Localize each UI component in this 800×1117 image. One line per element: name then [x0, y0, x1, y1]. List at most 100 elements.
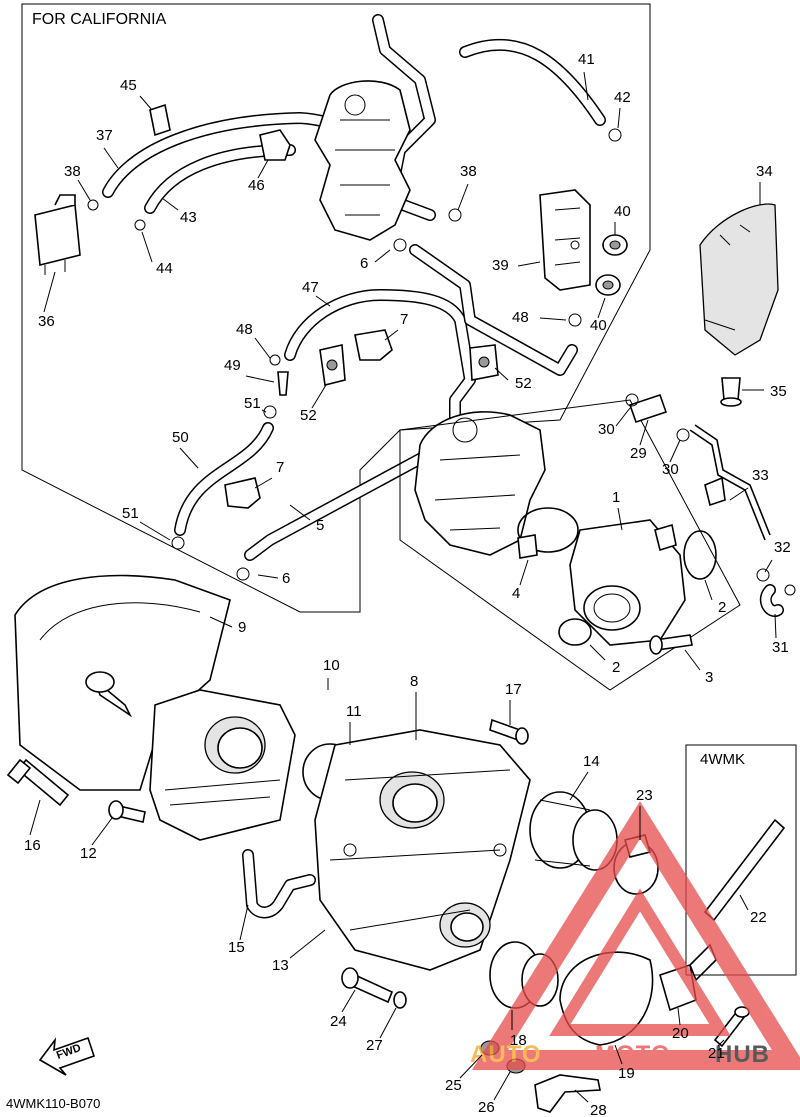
- part-label-3: 3: [705, 669, 713, 686]
- bolt-35: [720, 377, 742, 407]
- watermark-hub: HUB: [715, 1041, 770, 1068]
- leader-line-30: [615, 407, 631, 427]
- part-label-16: 16: [24, 837, 41, 854]
- part-label-43: 43: [180, 209, 197, 226]
- air-filter-cover-9: [14, 574, 231, 791]
- leader-line-5: [289, 504, 311, 521]
- leader-line-32: [764, 559, 773, 573]
- pipe-33: [689, 424, 771, 541]
- leader-line-2: [589, 644, 606, 661]
- leader-line-19: [614, 1044, 623, 1065]
- leader-line-7: [384, 329, 399, 341]
- solenoid-valve-36: [34, 194, 81, 275]
- part-label-41: 41: [578, 51, 595, 68]
- part-label-6: 6: [360, 255, 368, 272]
- valve-39: [539, 189, 591, 291]
- footer-code: 4WMK110-B070: [6, 1096, 100, 1111]
- part-label-27: 27: [366, 1037, 383, 1054]
- part-label-38: 38: [64, 163, 81, 180]
- leader-line-6: [374, 249, 391, 263]
- part-label-13: 13: [272, 957, 289, 974]
- leader-line-37: [103, 147, 119, 169]
- part-label-35: 35: [770, 383, 787, 400]
- part-label-18: 18: [510, 1032, 527, 1049]
- part-label-46: 46: [248, 177, 265, 194]
- leader-line-48: [254, 337, 271, 359]
- part-label-24: 24: [330, 1013, 347, 1030]
- leader-line-43: [161, 197, 179, 211]
- part-label-31: 31: [772, 639, 789, 656]
- part-label-30: 30: [662, 461, 679, 478]
- leader-line-38: [457, 183, 469, 211]
- leader-line-15: [239, 904, 249, 941]
- leader-line-21: [717, 1039, 725, 1047]
- part-label-25: 25: [445, 1077, 462, 1094]
- small-clips: [87, 128, 622, 581]
- part-label-10: 10: [323, 657, 340, 674]
- leader-line-48: [539, 317, 567, 321]
- part-label-50: 50: [172, 429, 189, 446]
- part-label-21: 21: [708, 1045, 725, 1062]
- leader-line-36: [43, 271, 56, 313]
- leader-line-51: [139, 521, 171, 541]
- leader-line-29: [639, 419, 649, 446]
- part-label-26: 26: [478, 1099, 495, 1116]
- clip-45: [149, 103, 171, 137]
- bracket-28: [534, 1074, 601, 1113]
- part-label-40: 40: [590, 317, 607, 334]
- part-label-22: 22: [750, 909, 767, 926]
- leader-line-28: [574, 1089, 589, 1103]
- hose-15: [242, 849, 316, 919]
- holder-52-left: [319, 344, 346, 386]
- part-label-45: 45: [120, 77, 137, 94]
- part-label-8: 8: [410, 673, 418, 690]
- part-label-48: 48: [236, 321, 253, 338]
- part-label-37: 37: [96, 127, 113, 144]
- bolt-17: [489, 718, 529, 745]
- inset-label: 4WMK: [700, 751, 745, 768]
- part-label-52: 52: [515, 375, 532, 392]
- air-box-8: [314, 729, 531, 971]
- leader-line-30: [669, 439, 681, 463]
- hose-50: [174, 422, 274, 536]
- part-label-34: 34: [756, 163, 773, 180]
- clamp-4: [517, 507, 579, 559]
- part-label-15: 15: [228, 939, 245, 956]
- part-label-47: 47: [302, 279, 319, 296]
- part-label-28: 28: [590, 1102, 607, 1117]
- leader-line-4: [519, 559, 529, 586]
- leader-line-39: [517, 261, 541, 267]
- inset-box-4wmk: 4WMK: [685, 744, 797, 976]
- part-label-17: 17: [505, 681, 522, 698]
- leader-line-50: [179, 447, 199, 469]
- part-label-9: 9: [238, 619, 246, 636]
- bolt-16: [6, 758, 70, 807]
- part-label-2: 2: [612, 659, 620, 676]
- bolt-12: [108, 800, 146, 823]
- grommets-40: [595, 234, 628, 296]
- hose-41: [459, 38, 606, 126]
- hose-upper-right: [409, 244, 578, 376]
- leader-line-7: [254, 477, 273, 489]
- hose-31: [759, 584, 784, 617]
- leader-line-41: [583, 71, 589, 101]
- part-label-2: 2: [718, 599, 726, 616]
- bolt-21: [713, 1006, 750, 1048]
- part-label-20: 20: [672, 1025, 689, 1042]
- leader-line-33: [729, 487, 749, 501]
- part-label-1: 1: [612, 489, 620, 506]
- leader-line-20: [677, 1007, 681, 1026]
- leader-line-16: [29, 799, 41, 836]
- leader-line-12: [91, 817, 113, 846]
- california-box-outline: [21, 3, 651, 613]
- carburetor-main: [414, 411, 546, 556]
- clamp-7-lower: [224, 477, 261, 509]
- part-labels: 1223456677891011121314151617181920212223…: [24, 51, 791, 1117]
- part-label-44: 44: [156, 260, 173, 277]
- part-label-23: 23: [636, 787, 653, 804]
- intake-manifold-1: [569, 519, 686, 646]
- part-label-36: 36: [38, 313, 55, 330]
- part-label-42: 42: [614, 89, 631, 106]
- leader-line-47: [315, 295, 331, 307]
